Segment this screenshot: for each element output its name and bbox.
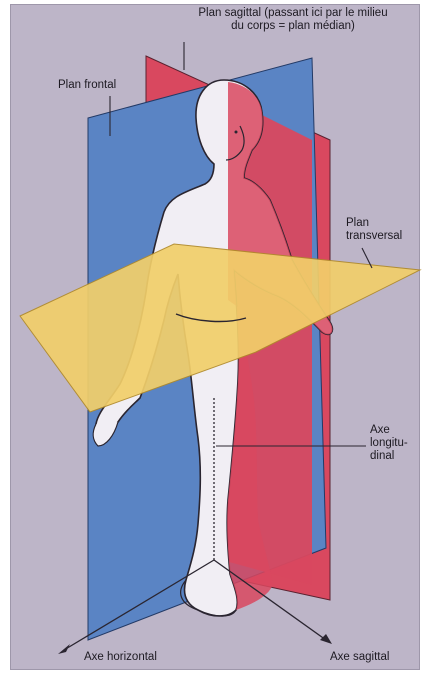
- transverse-plane-label: Plan transversal: [346, 217, 402, 243]
- sagittal-plane-label-line2: du corps = plan médian): [168, 20, 418, 33]
- sagittal-plane-label: Plan sagittal (passant ici par le milieu…: [168, 7, 418, 33]
- sagittal-axis-arrowhead: [320, 634, 332, 644]
- frontal-plane-label: Plan frontal: [58, 79, 116, 92]
- sagittal-plane-label-line1: Plan sagittal (passant ici par le milieu: [168, 7, 418, 20]
- longitudinal-axis-label-line3: dinal: [370, 450, 408, 463]
- transverse-plane-label-line2: transversal: [346, 230, 402, 243]
- horizontal-axis-label: Axe horizontal: [84, 651, 157, 664]
- sagittal-axis-label: Axe sagittal: [330, 651, 389, 664]
- longitudinal-axis-label: Axe longitu- dinal: [370, 424, 408, 463]
- eye: [235, 131, 238, 134]
- longitudinal-axis-label-line1: Axe: [370, 424, 408, 437]
- longitudinal-axis-label-line2: longitu-: [370, 437, 408, 450]
- horizontal-axis-arrowhead: [58, 644, 70, 654]
- transverse-plane-label-line1: Plan: [346, 217, 402, 230]
